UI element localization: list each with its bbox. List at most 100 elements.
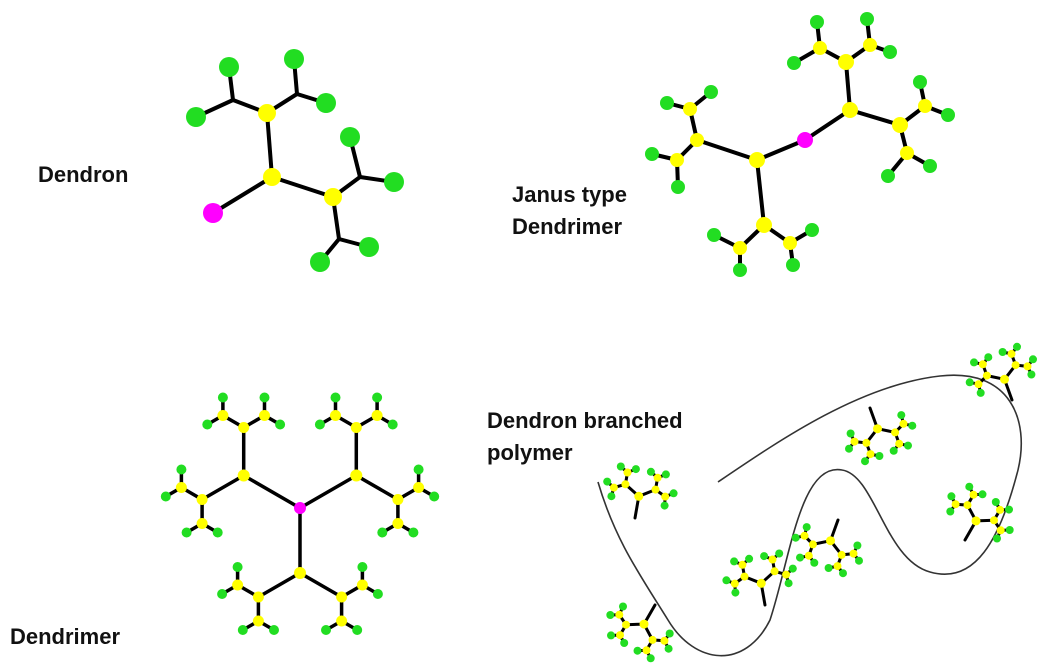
end-group — [730, 557, 739, 566]
end-group — [372, 392, 383, 403]
branch-point — [392, 518, 404, 529]
branch-point — [683, 102, 697, 116]
polymer-backbone — [597, 374, 1022, 657]
bond — [256, 571, 302, 599]
branch-point — [336, 591, 348, 603]
branch-point — [175, 482, 187, 493]
branch-point — [738, 560, 747, 569]
end-group — [176, 464, 187, 475]
branch-point — [615, 610, 624, 619]
branch-point — [951, 500, 960, 509]
branch-point — [866, 450, 875, 459]
branch-point — [740, 572, 749, 581]
branch-point — [971, 516, 981, 526]
end-group — [359, 237, 379, 257]
branch-point — [324, 188, 342, 206]
end-group — [941, 108, 955, 122]
branch-point — [749, 152, 765, 168]
bond — [354, 473, 400, 502]
end-group — [923, 159, 937, 173]
end-group — [791, 533, 800, 542]
branch-point — [996, 505, 1004, 514]
end-group — [314, 419, 325, 430]
end-group — [219, 57, 239, 77]
branch-point — [1011, 361, 1020, 370]
end-group — [413, 464, 424, 475]
branch-point — [196, 494, 208, 505]
bond — [298, 571, 344, 599]
end-group — [855, 556, 863, 565]
end-group — [237, 625, 248, 635]
label-janus-line1: Janus type — [512, 182, 627, 207]
end-group — [429, 491, 440, 502]
end-group — [645, 147, 659, 161]
branch-point — [237, 469, 250, 482]
branch-point — [648, 635, 657, 644]
end-group — [787, 56, 801, 70]
bond — [270, 175, 335, 199]
end-group — [633, 646, 642, 655]
branch-point — [1023, 362, 1032, 371]
end-group — [810, 558, 819, 567]
end-group — [384, 172, 404, 192]
bond — [298, 473, 359, 510]
branch-point — [768, 555, 777, 564]
branch-point — [196, 518, 208, 529]
end-group — [408, 527, 419, 538]
bonds — [164, 17, 1035, 660]
end-group — [796, 553, 804, 562]
end-group — [616, 462, 625, 471]
end-group — [784, 579, 793, 588]
end-group — [1013, 342, 1021, 351]
end-group — [947, 492, 956, 501]
branch-point — [259, 410, 270, 421]
branch-point — [782, 570, 791, 579]
end-group — [965, 482, 974, 491]
end-group — [1027, 370, 1036, 379]
end-group — [805, 223, 819, 237]
end-group — [310, 252, 330, 272]
end-group — [704, 85, 718, 99]
branch-point — [653, 473, 662, 482]
branch-point — [804, 551, 813, 560]
end-group — [991, 498, 1000, 506]
branch-point — [969, 490, 978, 499]
branch-point — [783, 236, 797, 250]
end-group — [904, 441, 912, 450]
end-group — [603, 477, 612, 486]
branch-point — [330, 410, 341, 421]
end-group — [275, 419, 286, 430]
branch-point — [895, 439, 904, 448]
end-group — [993, 534, 1001, 543]
branch-point — [217, 410, 229, 421]
branch-point — [833, 562, 842, 571]
branch-point — [336, 615, 348, 627]
end-group — [259, 392, 270, 403]
branch-point — [258, 104, 276, 122]
core-point — [797, 132, 813, 148]
end-group — [733, 263, 747, 277]
branch-point — [252, 591, 264, 603]
branch-point — [982, 371, 991, 380]
core-point — [294, 502, 306, 514]
core-point — [203, 203, 223, 223]
end-group — [377, 527, 388, 538]
branch-point — [730, 579, 739, 588]
end-group — [619, 602, 627, 611]
branch-point — [733, 241, 747, 255]
end-group — [665, 629, 674, 638]
branch-point — [963, 501, 972, 510]
branch-point — [974, 380, 983, 389]
end-group — [671, 180, 685, 194]
end-group — [897, 411, 906, 420]
branch-point — [232, 579, 244, 591]
end-group — [731, 588, 740, 597]
branch-point — [990, 516, 998, 525]
end-group — [839, 569, 847, 578]
branch-point — [850, 437, 859, 446]
label-polymer-line2: polymer — [487, 440, 573, 465]
end-group — [160, 491, 171, 502]
branch-point — [862, 438, 871, 447]
branch-point — [263, 168, 281, 186]
branch-point — [770, 567, 779, 576]
